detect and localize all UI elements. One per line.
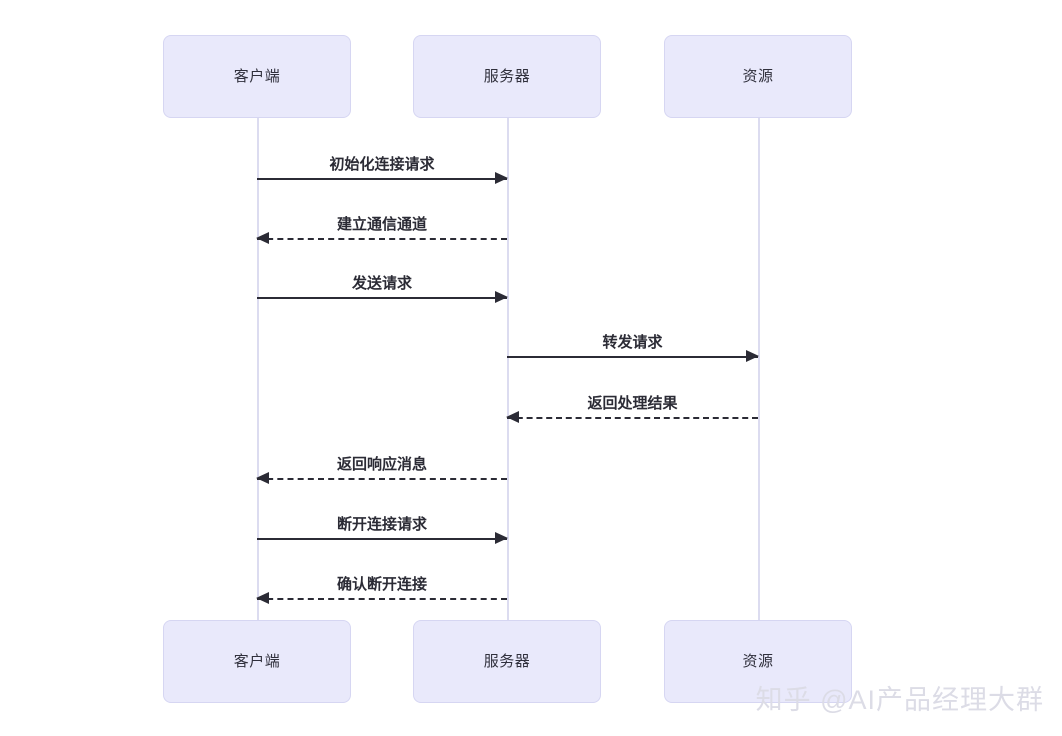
participant-box-resource-bottom[interactable]: 资源 (664, 620, 852, 703)
participant-box-client-top[interactable]: 客户端 (163, 35, 351, 118)
message-line-5 (507, 417, 758, 419)
participant-box-server-bottom[interactable]: 服务器 (413, 620, 601, 703)
arrow-head-right-icon (495, 532, 508, 544)
message-line-7 (257, 538, 507, 540)
participant-box-resource-top[interactable]: 资源 (664, 35, 852, 118)
arrow-head-left-icon (256, 232, 269, 244)
arrow-head-left-icon (256, 592, 269, 604)
message-line-1 (257, 178, 507, 180)
participant-label-client-top: 客户端 (233, 68, 281, 85)
lifeline-server (507, 118, 509, 620)
message-label-8: 确认断开连接 (336, 576, 427, 593)
message-label-1: 初始化连接请求 (329, 156, 435, 173)
message-line-6 (257, 478, 507, 480)
lifeline-client (257, 118, 259, 620)
participant-label-resource-top: 资源 (742, 68, 774, 85)
message-line-8 (257, 598, 507, 600)
arrow-head-left-icon (256, 472, 269, 484)
participant-label-resource-bottom: 资源 (742, 653, 774, 670)
participant-box-server-top[interactable]: 服务器 (413, 35, 601, 118)
message-line-3 (257, 297, 507, 299)
arrow-head-right-icon (495, 291, 508, 303)
message-label-7: 断开连接请求 (336, 516, 427, 533)
participant-label-server-top: 服务器 (483, 68, 531, 85)
arrow-head-left-icon (506, 411, 519, 423)
message-label-4: 转发请求 (602, 334, 663, 351)
arrow-head-right-icon (495, 172, 508, 184)
message-label-5: 返回处理结果 (587, 395, 678, 412)
arrow-head-right-icon (746, 350, 759, 362)
message-line-2 (257, 238, 507, 240)
message-line-4 (507, 356, 758, 358)
participant-box-client-bottom[interactable]: 客户端 (163, 620, 351, 703)
watermark: 知乎 @AI产品经理大群 (755, 685, 1044, 715)
message-label-6: 返回响应消息 (336, 456, 427, 473)
message-label-2: 建立通信通道 (336, 216, 427, 233)
lifeline-resource (758, 118, 760, 620)
message-label-3: 发送请求 (351, 275, 412, 292)
participant-label-client-bottom: 客户端 (233, 653, 281, 670)
participant-label-server-bottom: 服务器 (483, 653, 531, 670)
